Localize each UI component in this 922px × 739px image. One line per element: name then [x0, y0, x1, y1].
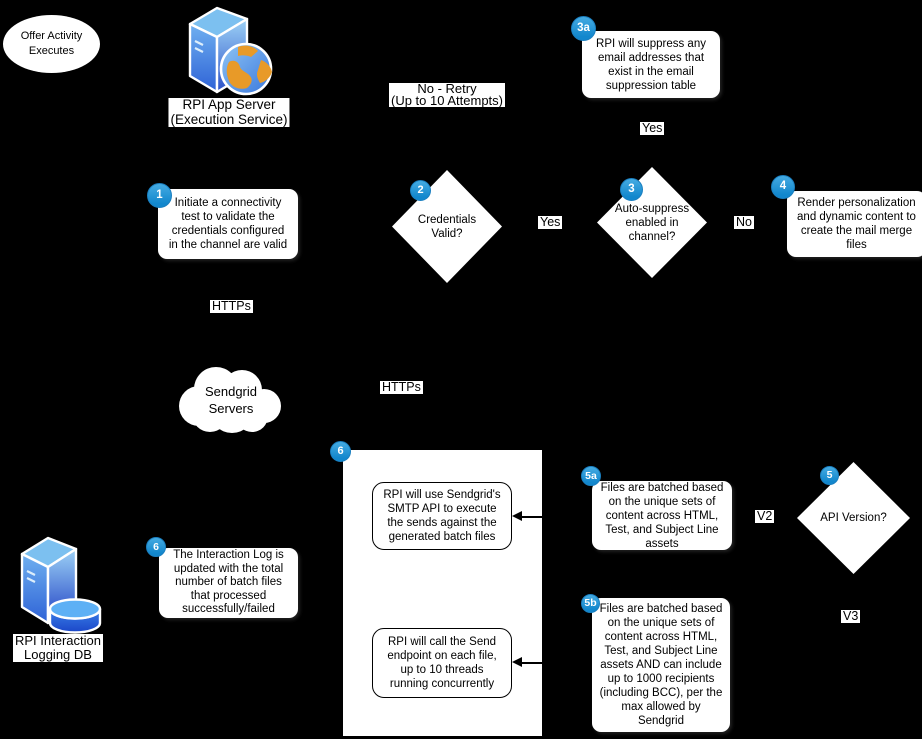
- step-4-badge: 4: [771, 175, 795, 199]
- logging-db-label: RPI Interaction Logging DB: [13, 633, 103, 662]
- server-globe-icon: [188, 6, 273, 96]
- connector-line-send: [520, 662, 542, 664]
- step-3-diamond: Auto-suppress enabled in channel?: [597, 167, 707, 278]
- step-2-badge: 2: [410, 180, 431, 201]
- edge-label-yes-credentials: Yes: [538, 215, 563, 229]
- edge-label-v3: V3: [841, 609, 861, 623]
- connector-line-smtp: [520, 516, 542, 518]
- step-3-badge: 3: [620, 178, 643, 201]
- offer-activity-label: Offer Activity Executes: [20, 30, 83, 57]
- interaction-log-box: The Interaction Log is updated with the …: [159, 548, 298, 618]
- edge-label-yes-suppress: Yes: [640, 121, 665, 135]
- edge-label-no-retry: No - Retry (Up to 10 Attempts): [389, 81, 505, 108]
- step-3a-box: RPI will suppress any email addresses th…: [582, 31, 720, 98]
- edge-label-no-autosuppress: No: [734, 215, 754, 229]
- step-4-box: Render personalization and dynamic conte…: [787, 191, 922, 257]
- sendgrid-cloud-node: Sendgrid Servers: [172, 362, 290, 438]
- cloud-icon: [179, 367, 281, 433]
- server-database-icon: [20, 536, 102, 634]
- edge-label-v2: V2: [755, 509, 775, 523]
- step-5a-badge: 5a: [581, 466, 601, 486]
- step-5b-box: Files are batched based on the unique se…: [592, 598, 730, 732]
- sendgrid-cloud-label: Sendgrid Servers: [204, 384, 258, 416]
- step-1-box: Initiate a connectivity test to validate…: [158, 189, 298, 259]
- interaction-log-badge: 6: [146, 537, 166, 557]
- process-container-6-badge: 6: [330, 441, 351, 462]
- step-5-badge: 5: [820, 466, 839, 485]
- smtp-api-box: RPI will use Sendgrid's SMTP API to exec…: [372, 482, 512, 550]
- edge-label-https-right: HTTPs: [380, 380, 423, 394]
- step-5-diamond: API Version?: [797, 462, 910, 574]
- edge-label-https-top: HTTPs: [210, 299, 253, 313]
- offer-activity-node: Offer Activity Executes: [3, 15, 100, 73]
- connector-arrowhead-smtp: [512, 511, 522, 521]
- app-server-label: RPI App Server (Execution Service): [168, 97, 290, 127]
- send-endpoint-box: RPI will call the Send endpoint on each …: [372, 628, 512, 698]
- step-1-badge: 1: [147, 183, 172, 208]
- step-5b-badge: 5b: [581, 594, 600, 613]
- step-3a-badge: 3a: [571, 16, 596, 41]
- step-5a-box: Files are batched based on the unique se…: [592, 481, 732, 550]
- step-2-diamond: Credentials Valid?: [392, 170, 502, 283]
- connector-arrowhead-send: [512, 657, 522, 667]
